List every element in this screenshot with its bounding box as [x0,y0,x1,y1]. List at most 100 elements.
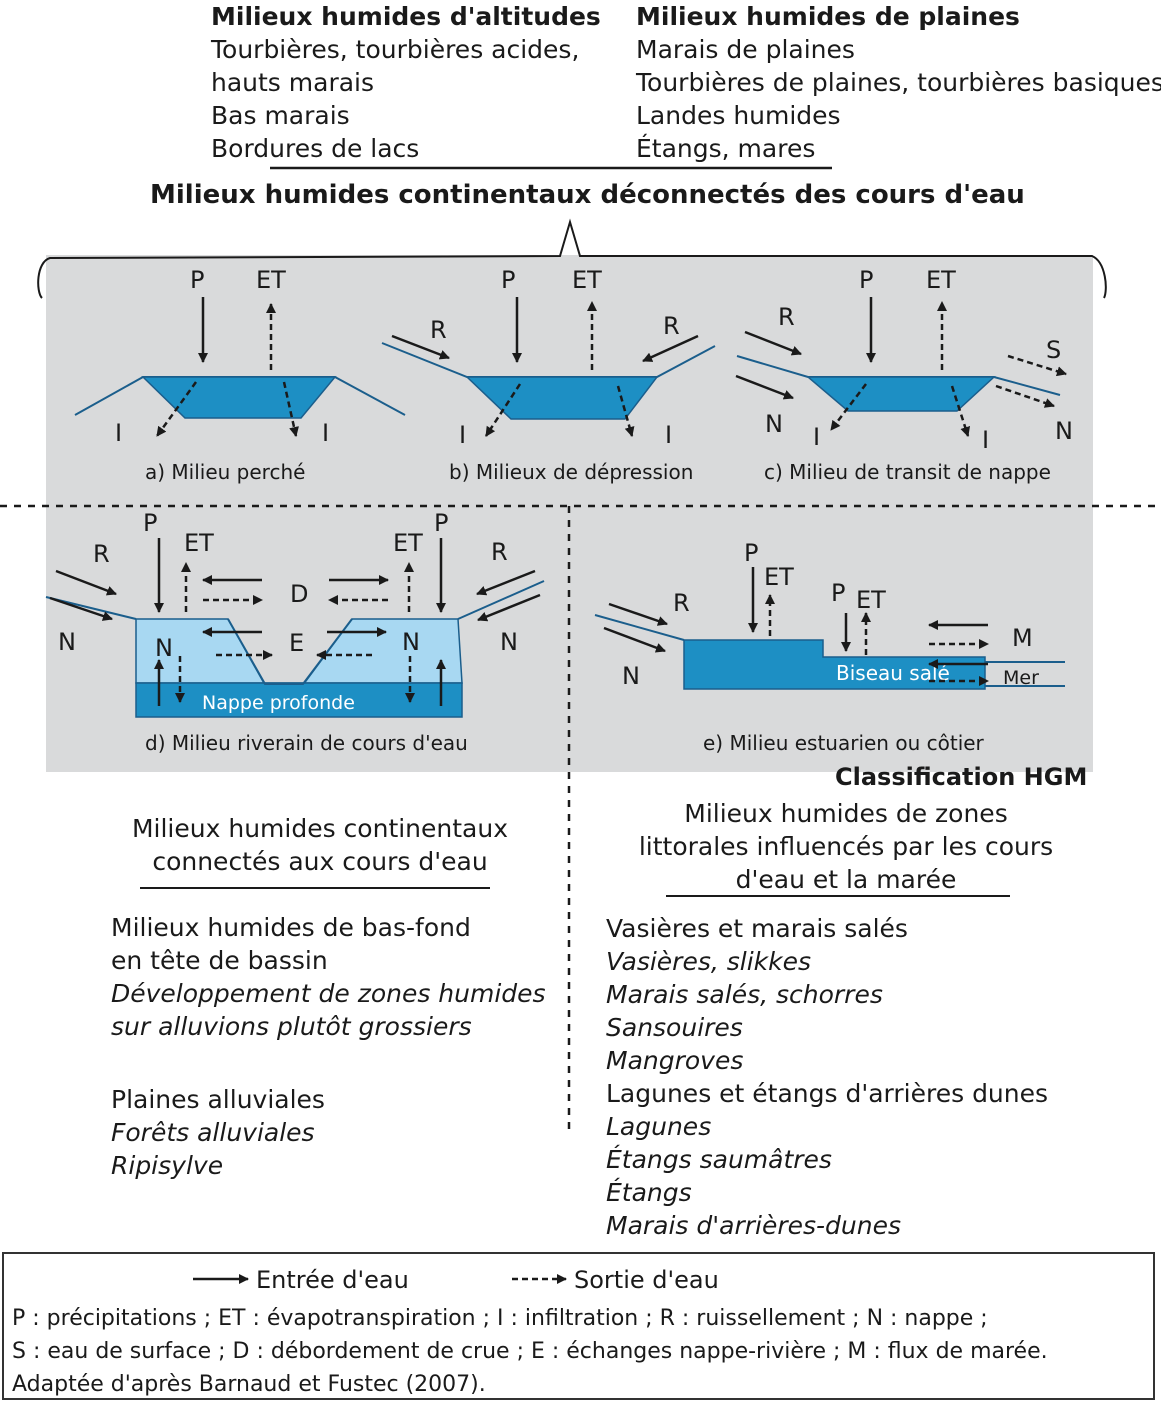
arrow-in [391,334,450,360]
main-title: Milieux humides continentaux déconnectés… [150,180,1025,210]
left-title-line: connectés aux cours d'eau [152,847,488,876]
arrow-in [55,569,117,596]
right-item-italic: Sansouires [606,1013,743,1042]
caption-d: d) Milieu riverain de cours d'eau [145,731,468,755]
label-P: P [190,266,204,294]
label-ET: ET [926,266,956,294]
hgm-label: Classification HGM [835,763,1088,791]
label-I: I [459,421,466,449]
arrow-out [995,384,1055,408]
label-ET: ET [764,563,794,591]
label-N: N [1055,417,1073,445]
label-mer: Mer [1003,667,1039,689]
left-item-italic: Développement de zones humides [111,979,546,1008]
right-item: Vasières et marais salés [606,914,908,943]
altitude-item: hauts marais [211,68,375,97]
arrow-out [1007,354,1067,377]
arrow-in [49,596,113,621]
plains-item: Tourbières de plaines, tourbières basiqu… [636,68,1161,97]
caption-a: a) Milieu perché [145,460,305,484]
label-N: N [58,628,76,656]
left-item-italic: sur alluvions plutôt grossiers [111,1012,472,1041]
label-N: N [622,662,640,690]
arrow-out [484,383,522,437]
label-R: R [673,589,690,617]
arrow-in [603,626,666,653]
arrow-in [735,374,794,400]
deep-aquifer [135,682,463,718]
right-title: Milieux humides de zones littorales infl… [620,797,1072,896]
right-title-line: littorales influencés par les cours [638,832,1054,861]
label-D: D [290,580,308,608]
plains-title: Milieux humides de plaines [636,2,1020,31]
label-P: P [859,266,873,294]
caption-e: e) Milieu estuarien ou côtier [703,731,985,755]
water-body [805,376,996,412]
plains-block: Milieux humides de plaines Marais de pla… [636,0,1161,165]
right-item-italic: Lagunes [606,1112,712,1141]
left-title-line: Milieux humides continentaux [131,814,509,843]
label-R: R [93,540,110,568]
label-R: R [663,312,680,340]
panel-c: P ET R S N I I N c) Milieu de transit de… [735,266,1073,484]
panel-b: P ET R R I I b) Milieux de dépression [381,266,716,484]
arrow-out [616,385,635,437]
arrow-in [477,593,541,622]
left-item-italic: Ripisylve [111,1151,224,1180]
label-E: E [289,629,304,657]
left-item: en tête de bassin [111,946,328,975]
panel-d: Nappe profonde P ET R N D E N N ET P R N… [45,509,545,755]
label-M: M [1012,624,1033,652]
arrow-out [950,385,971,437]
left-item: Plaines alluviales [111,1085,325,1114]
label-R: R [778,303,795,331]
water-body [141,376,337,419]
label-P: P [831,579,845,607]
label-P: P [744,539,758,567]
label-ET: ET [572,266,602,294]
label-I: I [813,423,820,451]
label-I: I [982,426,989,454]
right-title-line: d'eau et la marée [735,865,957,894]
altitude-title: Milieux humides d'altitudes [211,2,601,31]
altitude-item: Bas marais [211,101,350,130]
label-I: I [322,419,329,447]
terrain-line [457,580,545,620]
plains-item: Marais de plaines [636,35,855,64]
arrow-in [608,602,668,626]
altitude-block: Milieux humides d'altitudes Tourbières, … [211,0,601,165]
right-item-italic: Marais salés, schorres [606,980,883,1009]
label-I: I [665,421,672,449]
arrow-in [476,569,536,596]
water-body [465,376,659,420]
label-ET: ET [184,529,214,557]
right-item: Lagunes et étangs d'arrières dunes [606,1079,1049,1108]
label-N: N [765,410,783,438]
label-I: I [115,419,122,447]
panel-e: Biseau salé Mer R N P ET P ET M e) Milie… [594,539,1065,755]
panel-a: P ET I I a) Milieu perché [74,266,406,484]
label-P: P [143,509,157,537]
left-item-italic: Forêts alluviales [111,1118,315,1147]
legend-definitions-1: P : précipitations ; ET : évapotranspira… [12,1306,988,1331]
right-item-italic: Étangs [606,1178,692,1207]
left-title: Milieux humides continentaux connectés a… [120,812,520,878]
right-item-italic: Mangroves [606,1046,744,1075]
label-R: R [430,316,447,344]
marsh-block [683,639,986,690]
legend-source: Adaptée d'après Barnaud et Fustec (2007)… [12,1372,486,1397]
altitude-item: Tourbières, tourbières acides, [211,35,580,64]
left-item: Milieux humides de bas-fond [111,913,471,942]
label-P: P [434,509,448,537]
label-N: N [402,628,420,656]
label-N: N [500,628,518,656]
right-list: Vasières et marais salés Vasières, slikk… [606,912,1048,1242]
label-ET: ET [856,586,886,614]
caption-b: b) Milieux de dépression [449,460,693,484]
arrow-in [744,330,802,356]
terrain-line [594,614,685,641]
label-ET: ET [393,529,423,557]
legend-outflow-label: Sortie d'eau [574,1266,719,1294]
label-R: R [491,538,508,566]
